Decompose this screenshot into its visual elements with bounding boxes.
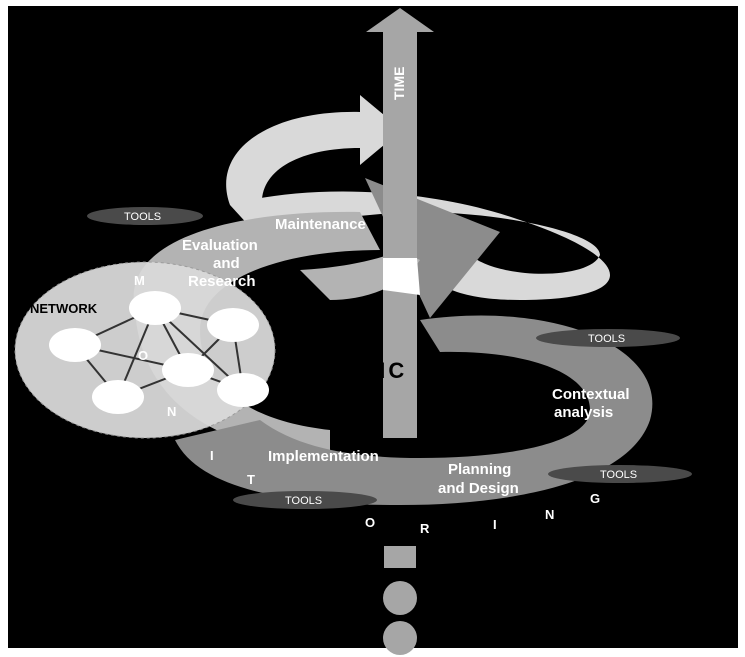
network-node [129,291,181,325]
monitoring-letter: N [545,507,554,522]
monitoring-letter: G [590,491,600,506]
svg-text:TOOLS: TOOLS [124,211,161,223]
monitoring-letter: M [134,273,145,288]
tools-pill: TOOLS [536,329,680,347]
stage-contextual: analysis [554,404,613,421]
stem-square [384,546,416,568]
tools-pill: TOOLS [87,207,203,225]
tools-pill: TOOLS [233,491,377,509]
monitoring-letter: R [420,521,430,536]
time-label: TIME [391,67,407,100]
network-node [207,308,259,342]
stage-planning: and Design [438,480,519,497]
network-node [162,353,214,387]
center-text-line1: CO MUNIC [272,358,407,383]
stage-contextual: Contextual [552,386,630,403]
spiral-lower-ring [175,315,653,505]
svg-text:TOOLS: TOOLS [588,333,625,345]
spiral-top-arc [226,95,402,205]
stem-circle [383,581,417,615]
monitoring-letter: O [138,348,148,363]
stage-implementation: Implementation [268,448,379,465]
monitoring-letter: N [167,404,176,419]
stage-evaluation: Evaluation [182,237,258,254]
network-node [217,373,269,407]
stem-circle [383,621,417,655]
stage-maintenance: Maintenance [275,216,366,233]
network-label: NETWORK [30,301,98,316]
time-arrow [366,8,434,438]
monitoring-letter: T [247,472,255,487]
network-node [49,328,101,362]
svg-text:TOOLS: TOOLS [285,495,322,507]
monitoring-letter: I [210,448,214,463]
tools-pill: TOOLS [548,465,692,483]
network-node [92,380,144,414]
monitoring-letter: I [493,517,497,532]
stage-planning: Planning [448,461,511,478]
svg-text:TOOLS: TOOLS [600,469,637,481]
stage-evaluation: Research [188,273,256,290]
center-text-line2: T SAC [292,383,373,408]
network-cloud [14,261,276,439]
stage-evaluation: and [213,255,240,272]
monitoring-letter: O [365,515,375,530]
time-arrow-highlight [383,258,420,295]
